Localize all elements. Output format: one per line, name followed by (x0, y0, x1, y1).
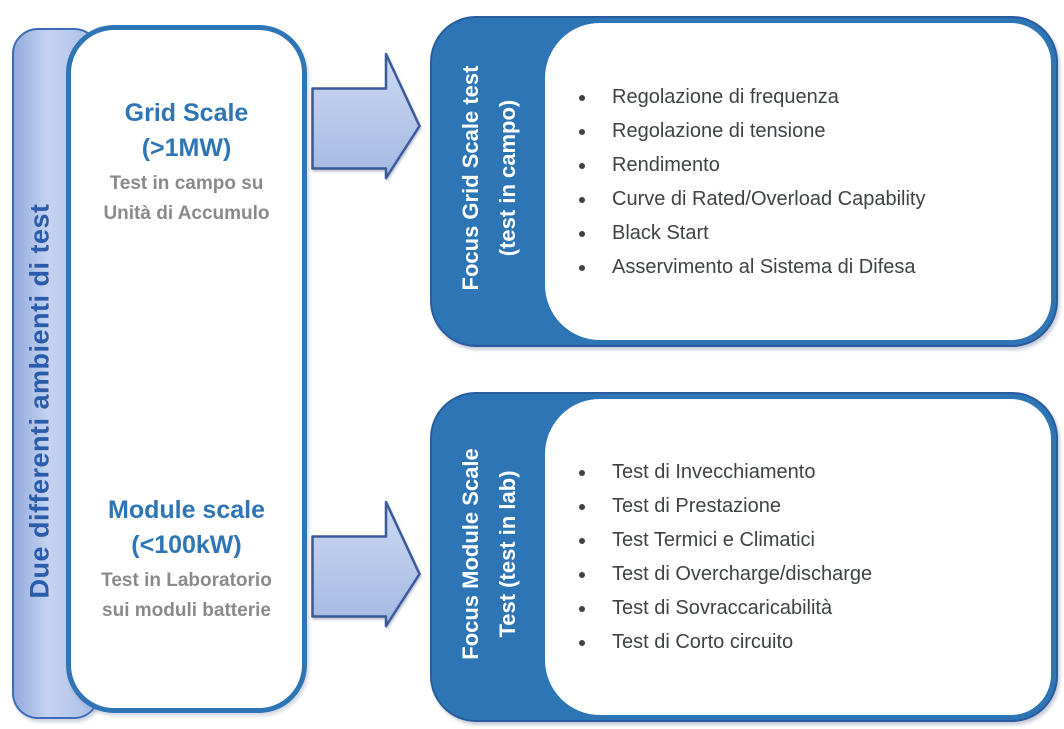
module-scale-subtitle-line2: sui moduli batterie (102, 600, 271, 621)
scale-panel: Grid Scale (>1MW) Test in campo su Unità… (66, 25, 307, 713)
focus-grid-content: Regolazione di frequenzaRegolazione di t… (545, 23, 1051, 340)
list-item: Regolazione di tensione (597, 119, 926, 143)
focus-grid-band-line1: Focus Grid Scale test (457, 65, 483, 291)
list-item: Rendimento (597, 153, 926, 177)
grid-scale-block: Grid Scale (>1MW) Test in campo su Unità… (71, 96, 302, 229)
list-item: Test di Sovraccaricabilità (597, 596, 872, 620)
list-item: Regolazione di frequenza (597, 85, 926, 109)
module-scale-title-line1: Module scale (108, 496, 265, 524)
list-item: Asservimento al Sistema di Difesa (597, 255, 926, 279)
arrow-right-icon (311, 52, 421, 180)
module-scale-title: Module scale (<100kW) (71, 493, 302, 563)
list-item: Test di Invecchiamento (597, 460, 872, 484)
focus-module-band-label: Focus Module Scale Test (test in lab) (452, 448, 526, 660)
grid-scale-title: Grid Scale (>1MW) (71, 96, 302, 166)
list-item: Test Termici e Climatici (597, 528, 872, 552)
focus-grid-band: Focus Grid Scale test (test in campo) (432, 18, 545, 345)
focus-module-band: Focus Module Scale Test (test in lab) (432, 394, 545, 720)
focus-module-list: Test di InvecchiamentoTest di Prestazion… (545, 450, 882, 664)
module-scale-subtitle-line1: Test in Laboratorio (101, 570, 272, 591)
module-scale-block: Module scale (<100kW) Test in Laboratori… (71, 493, 302, 626)
focus-module-band-line2: Test (test in lab) (494, 470, 520, 638)
list-item: Curve di Rated/Overload Capability (597, 187, 926, 211)
grid-scale-subtitle: Test in campo su Unità di Accumulo (71, 169, 302, 229)
sidebar-label: Due differenti ambienti di test (24, 203, 55, 599)
grid-scale-title-line2: (>1MW) (141, 134, 232, 162)
module-scale-title-line2: (<100kW) (131, 531, 242, 559)
focus-grid-box: Focus Grid Scale test (test in campo) Re… (430, 16, 1058, 347)
focus-module-content: Test di InvecchiamentoTest di Prestazion… (545, 399, 1051, 715)
focus-grid-band-line2: (test in campo) (494, 99, 520, 257)
list-item: Test di Overcharge/discharge (597, 562, 872, 586)
grid-scale-subtitle-line1: Test in campo su (109, 173, 264, 194)
focus-grid-list: Regolazione di frequenzaRegolazione di t… (545, 75, 936, 289)
focus-module-box: Focus Module Scale Test (test in lab) Te… (430, 392, 1058, 722)
focus-grid-band-label: Focus Grid Scale test (test in campo) (452, 66, 526, 291)
grid-scale-title-line1: Grid Scale (124, 99, 249, 127)
focus-module-band-line1: Focus Module Scale (457, 447, 483, 660)
module-scale-subtitle: Test in Laboratorio sui moduli batterie (71, 566, 302, 626)
list-item: Test di Prestazione (597, 494, 872, 518)
list-item: Test di Corto circuito (597, 630, 872, 654)
grid-scale-subtitle-line2: Unità di Accumulo (103, 203, 270, 224)
arrow-right-icon (311, 500, 421, 628)
list-item: Black Start (597, 221, 926, 245)
